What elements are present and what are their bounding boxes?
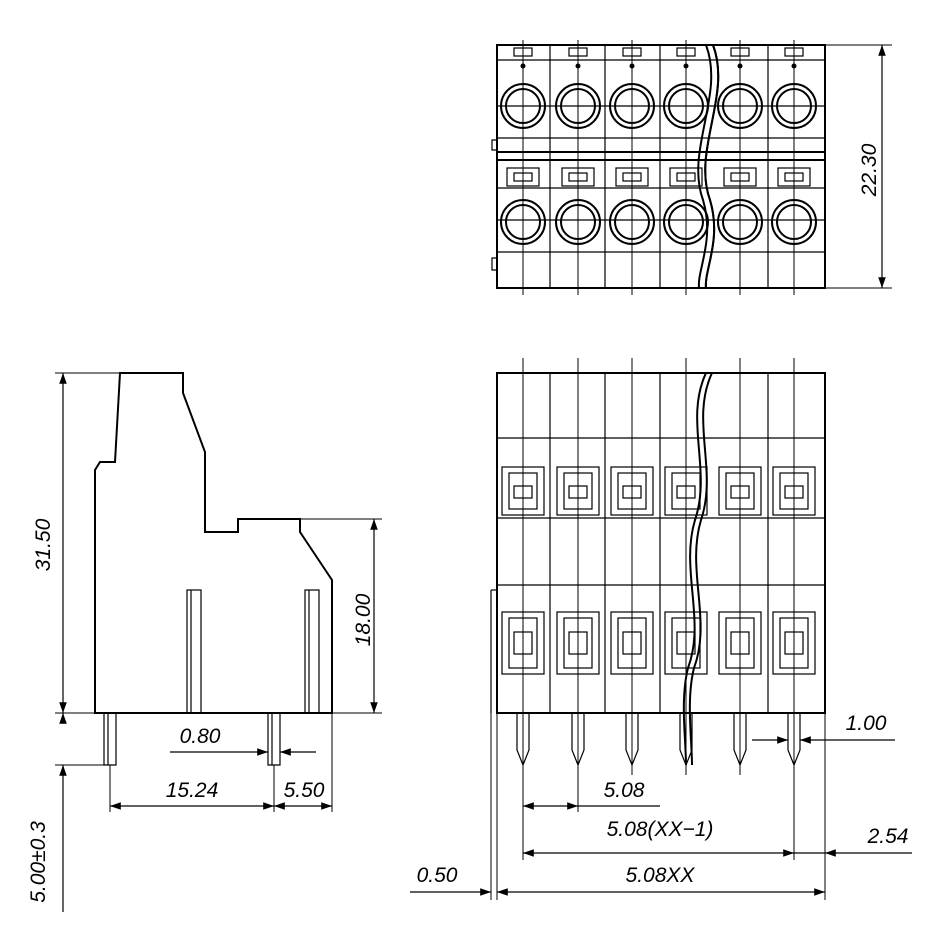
- dim-clearance: 0.50: [417, 864, 458, 887]
- dim-pin-row-spacing: 15.24: [166, 779, 219, 802]
- dim-pin-thickness: 0.80: [180, 725, 221, 748]
- dim-pin-length: 5.00±0.3: [27, 821, 50, 903]
- dim-total-width: 5.08XX: [626, 864, 696, 887]
- dim-edge-offset: 2.54: [867, 825, 909, 848]
- dim-side-total-height: 31.50: [32, 518, 55, 571]
- dim-pin-offset: 5.50: [284, 779, 325, 802]
- front-view: 1.00 5.08 5.08(XX−1) 2.54 0.50 5.08XX: [410, 358, 912, 900]
- dim-pitch: 5.08: [604, 779, 645, 802]
- screw-row-lower: [500, 199, 817, 245]
- top-view: 22.30: [491, 40, 892, 295]
- dim-pitch-span: 5.08(XX−1): [607, 818, 714, 841]
- side-body-outline: [94, 372, 333, 714]
- dim-top-height: 22.30: [858, 143, 881, 197]
- wire-entries-lower: [501, 611, 816, 675]
- dim-pin-width: 1.00: [846, 712, 887, 735]
- top-view-outline: [496, 44, 826, 289]
- dim-side-body-height: 18.00: [352, 593, 375, 646]
- screw-row-upper: [500, 83, 817, 129]
- wire-entries-upper: [501, 466, 816, 516]
- front-pins: [516, 713, 801, 767]
- side-view: 31.50 18.00 5.00±0.3 0.80 15.24 5.50: [27, 372, 382, 912]
- front-view-outline: [496, 372, 826, 714]
